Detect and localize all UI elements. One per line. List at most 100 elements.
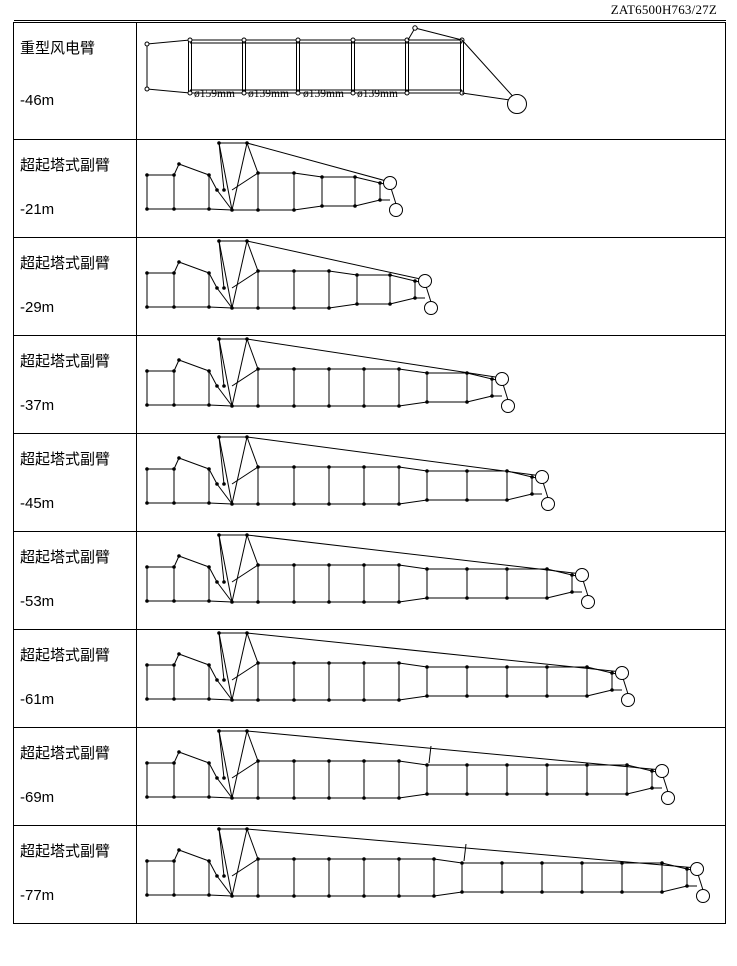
label-cell: 超起塔式副臂 -53m bbox=[13, 531, 137, 630]
luffing-jib-diagram bbox=[145, 337, 515, 413]
boom-joint bbox=[145, 369, 149, 373]
pendant-line bbox=[461, 92, 518, 102]
sheave bbox=[424, 301, 438, 315]
mast-strut bbox=[231, 730, 248, 799]
boom-chord bbox=[208, 566, 218, 583]
mast-strut bbox=[216, 679, 233, 701]
boom-chord bbox=[389, 274, 416, 282]
boom-joint bbox=[172, 271, 176, 275]
boom-joint bbox=[145, 859, 149, 863]
boom-joint bbox=[295, 90, 301, 96]
mast-strut bbox=[231, 534, 248, 603]
boom-joint bbox=[241, 37, 247, 43]
boom-row: 超起塔式副臂-77m bbox=[13, 825, 726, 924]
boom-length-label: -37m bbox=[20, 397, 55, 414]
boom-chord bbox=[293, 205, 323, 211]
mast-strut bbox=[218, 632, 233, 701]
document-code: ZAT6500H763/27Z bbox=[610, 2, 717, 17]
boom-chord bbox=[328, 303, 358, 309]
mast-strut bbox=[246, 534, 259, 566]
boom-type-label: 超起塔式副臂 bbox=[20, 646, 111, 664]
boom-joint bbox=[217, 631, 221, 635]
boom-joint bbox=[222, 286, 226, 290]
sheave bbox=[507, 94, 527, 114]
boom-type-label: 超起塔式副臂 bbox=[20, 352, 111, 370]
boom-joint bbox=[207, 859, 211, 863]
boom-joint bbox=[207, 173, 211, 177]
diagram-cell: ø159mm ø139mm ø139mm ø139mm bbox=[136, 22, 726, 140]
pipe-diameter-label: ø139mm bbox=[303, 88, 344, 100]
boom-length-label: -53m bbox=[20, 593, 55, 610]
diagram-cell bbox=[136, 237, 726, 336]
mast-strut bbox=[218, 828, 225, 877]
boom-joint bbox=[145, 467, 149, 471]
boom-joint bbox=[172, 173, 176, 177]
boom-joint bbox=[230, 502, 234, 506]
boom-chord bbox=[208, 664, 218, 681]
boom-chord bbox=[626, 787, 653, 795]
boom-joint bbox=[217, 337, 221, 341]
pipe-diameter-label: ø159mm bbox=[194, 88, 235, 100]
boom-type-label: 超起塔式副臂 bbox=[20, 548, 111, 566]
boom-joint bbox=[217, 729, 221, 733]
boom-joint bbox=[404, 37, 410, 43]
boom-type-label: 超起塔式副臂 bbox=[20, 842, 111, 860]
sheave bbox=[389, 203, 403, 217]
label-cell: 超起塔式副臂-45m bbox=[13, 433, 137, 532]
mast-strut bbox=[231, 240, 248, 309]
mast-strut bbox=[218, 534, 225, 583]
boom-joint bbox=[177, 750, 181, 754]
sheave bbox=[383, 176, 397, 190]
luffing-jib-diagram bbox=[145, 827, 710, 903]
mast-strut bbox=[216, 385, 233, 407]
mast-strut bbox=[428, 745, 432, 764]
sheave bbox=[541, 497, 555, 511]
boom-joint bbox=[145, 893, 149, 897]
boom-joint bbox=[350, 37, 356, 43]
pendant-line bbox=[461, 39, 518, 102]
boom-joint bbox=[217, 239, 221, 243]
boom-chord bbox=[208, 404, 233, 407]
boom-joint bbox=[207, 467, 211, 471]
boom-joint bbox=[222, 678, 226, 682]
pipe-diameter-label: ø139mm bbox=[248, 88, 289, 100]
boom-joint bbox=[207, 761, 211, 765]
boom-chord bbox=[433, 891, 463, 897]
sheave bbox=[655, 764, 669, 778]
boom-row: 超起塔式副臂-45m bbox=[13, 433, 726, 532]
mast-strut bbox=[246, 338, 259, 370]
boom-joint bbox=[207, 663, 211, 667]
boom-joint bbox=[172, 663, 176, 667]
mast-strut bbox=[218, 632, 225, 681]
sheave bbox=[661, 791, 675, 805]
boom-chord bbox=[398, 368, 428, 374]
boom-chord bbox=[208, 468, 218, 485]
luffing-jib-diagram bbox=[145, 729, 675, 805]
boom-chord bbox=[178, 555, 210, 568]
boom-joint bbox=[230, 698, 234, 702]
boom-chord bbox=[208, 208, 233, 211]
heavy-jib-diagram: ø159mm ø139mm ø139mm ø139mm bbox=[144, 25, 527, 114]
boom-joint bbox=[172, 599, 176, 603]
boom-chord bbox=[178, 849, 210, 862]
boom-row: 超起塔式副臂 -37m bbox=[13, 335, 726, 434]
sheave bbox=[495, 372, 509, 386]
boom-chord bbox=[328, 270, 358, 276]
mast-strut bbox=[231, 142, 248, 211]
boom-chord bbox=[231, 564, 259, 583]
boom-joint bbox=[172, 403, 176, 407]
boom-joint bbox=[245, 827, 249, 831]
boom-row: 超起塔式副臂-21m bbox=[13, 139, 726, 238]
boom-joint bbox=[230, 600, 234, 604]
boom-joint bbox=[145, 173, 149, 177]
mast-head bbox=[412, 25, 418, 31]
boom-chord bbox=[231, 760, 259, 779]
boom-chord bbox=[398, 466, 428, 472]
boom-joint bbox=[145, 663, 149, 667]
mast-strut bbox=[216, 287, 233, 309]
pipe-diameter-label: ø139mm bbox=[357, 88, 398, 100]
mast-strut bbox=[218, 240, 225, 289]
boom-chord bbox=[231, 270, 259, 289]
diagram-cell bbox=[136, 629, 726, 728]
boom-length-label: -29m bbox=[20, 299, 55, 316]
